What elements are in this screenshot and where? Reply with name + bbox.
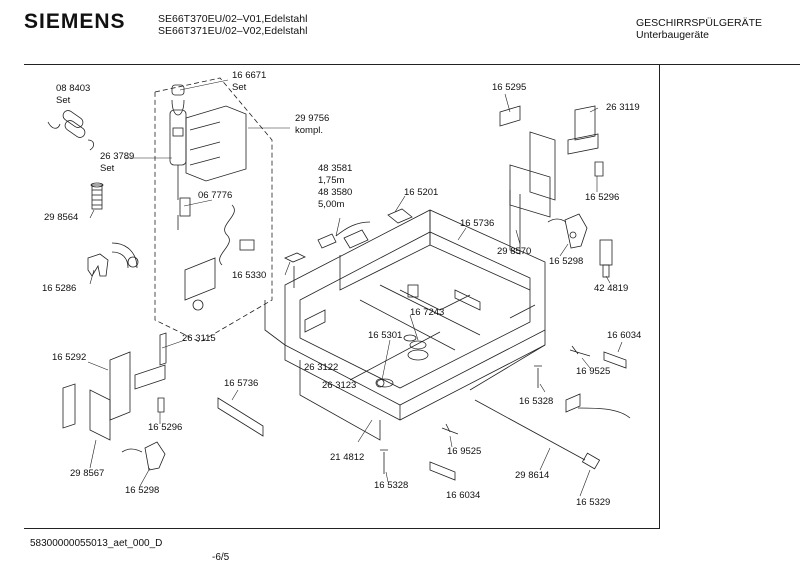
part-number: 16 9525 (576, 366, 611, 377)
part-number: 16 5736 (460, 218, 495, 229)
part-number: 16 6034 (446, 490, 481, 501)
part-number: 16 5736 (224, 378, 259, 389)
assembly-outline (154, 77, 273, 343)
part-number: 16 5295 (492, 82, 527, 93)
dosing-assembly (169, 84, 255, 311)
brand-logo: SIEMENS (24, 10, 126, 33)
part-number: 29 9756 (295, 113, 330, 124)
part-number: 16 5201 (404, 187, 439, 198)
page-number: -6/5 (212, 552, 230, 563)
part-number: 29 8567 (70, 468, 105, 479)
part-qualifier: 5,00m (318, 199, 345, 210)
part-number: 26 3119 (606, 102, 640, 113)
part-number: 26 3789 (100, 151, 135, 162)
part-qualifier: Set (232, 82, 247, 93)
leader-lines (87, 79, 623, 497)
header-divider (24, 64, 800, 65)
part-number: 16 5329 (576, 497, 611, 508)
part-number: 16 6034 (607, 330, 642, 341)
clip-part-left (87, 253, 109, 277)
part-number: 29 8564 (44, 212, 79, 223)
stud-16-5330 (284, 252, 306, 288)
part-number: 21 4812 (330, 452, 365, 463)
left-bracket-assembly (62, 332, 167, 471)
part-number: 06 7776 (198, 190, 233, 201)
model-line-1: SE66T370EU/02–V01,Edelstahl (158, 13, 308, 25)
part-number: 16 5330 (232, 270, 267, 281)
part-number: 16 6671 (232, 70, 267, 81)
part-number: 26 3122 (304, 362, 339, 373)
part-qualifier: 1,75m (318, 175, 345, 186)
part-number: 16 5301 (368, 330, 403, 341)
part-number: 16 5296 (585, 192, 620, 203)
part-number: 16 9525 (447, 446, 482, 457)
corrugated-hose (111, 242, 139, 269)
part-qualifier: Set (56, 95, 71, 106)
document-id: 58300000055013_aet_000_D (30, 538, 163, 549)
part-number: 26 3123 (322, 380, 357, 391)
spring-part (90, 182, 104, 210)
part-number: 42 4819 (594, 283, 629, 294)
part-number: 16 5298 (125, 485, 160, 496)
part-number: 08 8403 (56, 83, 91, 94)
side-divider (659, 64, 660, 529)
part-number: 16 5328 (374, 480, 409, 491)
part-number: 26 3115 (182, 333, 216, 344)
part-number: 29 8570 (497, 246, 532, 257)
part-number: 16 5286 (42, 283, 77, 294)
part-qualifier: kompl. (295, 125, 323, 136)
subcategory-title: Unterbaugeräte (636, 29, 709, 41)
hose-clamp-set (47, 110, 94, 151)
part-number: 48 3581 (318, 163, 353, 174)
part-number: 16 5296 (148, 422, 183, 433)
part-number: 16 5298 (549, 256, 584, 267)
model-line-2: SE66T371EU/02–V02,Edelstahl (158, 25, 308, 37)
strip-part-16-5736 (217, 397, 264, 437)
part-qualifier: Set (100, 163, 115, 174)
base-frame (264, 209, 546, 441)
part-number: 29 8614 (515, 470, 550, 481)
part-number: 16 7243 (410, 307, 445, 318)
part-number: 16 5292 (52, 352, 87, 363)
right-bracket-assembly (499, 105, 613, 278)
part-number: 48 3580 (318, 187, 353, 198)
lower-small-parts (375, 334, 631, 481)
cable-part (317, 208, 413, 249)
category-title: GESCHIRRSPÜLGERÄTE (636, 17, 763, 29)
footer-divider (24, 528, 660, 529)
part-number: 16 5328 (519, 396, 554, 407)
